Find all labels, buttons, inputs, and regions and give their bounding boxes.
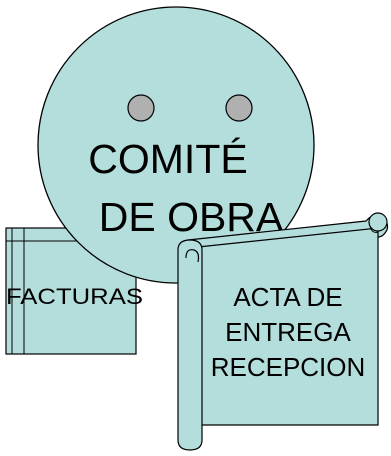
scroll-right-curl [368, 212, 388, 232]
scroll-left-roll [177, 239, 203, 451]
acta-scroll-node: ACTA DE ENTREGA RECEPCION [177, 212, 389, 451]
comite-title-line2: DE OBRA [99, 194, 284, 240]
left-eye-icon [127, 94, 155, 122]
scroll-right-curl-inner [369, 225, 379, 233]
comite-face [37, 6, 315, 284]
right-eye-icon [225, 94, 253, 122]
acta-line1: ACTA DE [233, 282, 342, 312]
acta-line3: RECEPCION [211, 352, 366, 382]
comite-title-line1: COMITÉ [88, 136, 247, 182]
acta-line2: ENTREGA [225, 317, 351, 347]
scroll-left-curl [185, 249, 200, 263]
facturas-label: FACTURAS [6, 284, 143, 309]
comite-node: COMITÉ DE OBRA [37, 6, 315, 284]
